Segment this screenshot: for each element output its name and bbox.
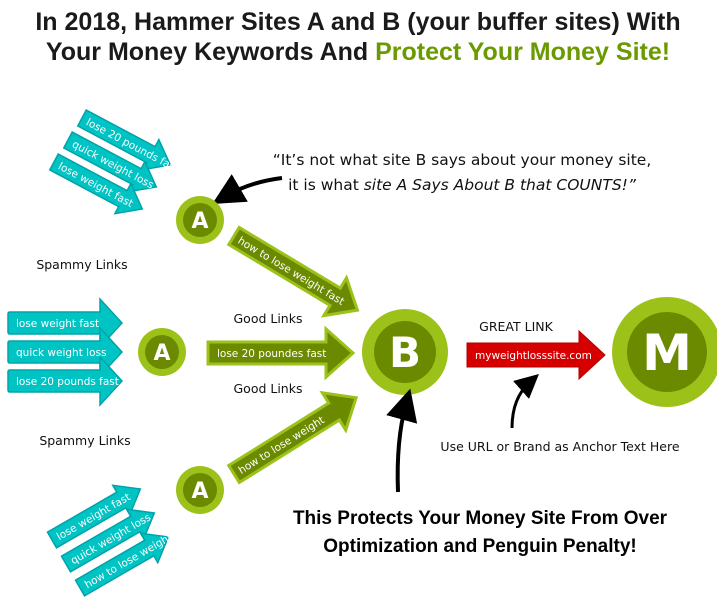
anchor-note-arrow: [510, 374, 539, 429]
protect-pointer-arrow: [386, 388, 418, 493]
node-b: B: [362, 309, 448, 395]
spammy-bottom-arrows: lose weight fast quick weight loss how t…: [46, 484, 174, 597]
great-link-arrow: myweightlosssite.com: [466, 329, 606, 381]
good-arrow-bottom: how to lose weight: [226, 390, 359, 485]
svg-text:A: A: [153, 341, 170, 366]
node-m: M: [612, 297, 717, 407]
quote-line-2: it is what site A Says About B that COUN…: [288, 176, 637, 194]
svg-text:B: B: [389, 328, 421, 377]
title-line-1: In 2018, Hammer Sites A and B (your buff…: [35, 8, 680, 36]
svg-text:M: M: [642, 324, 692, 382]
spammy-mid-arrows: lose weight fast quick weight loss lose …: [7, 297, 124, 407]
title-highlight: Protect Your Money Site!: [375, 38, 670, 66]
svg-text:myweightlosssite.com: myweightlosssite.com: [475, 350, 592, 362]
great-link-label: GREAT LINK: [479, 319, 553, 334]
spammy-links-label-bottom: Spammy Links: [39, 433, 130, 448]
spammy-links-label-top: Spammy Links: [36, 257, 127, 272]
svg-text:lose 20 poundes fast: lose 20 poundes fast: [217, 348, 326, 360]
bottom-text-line-1: This Protects Your Money Site From Over: [293, 508, 668, 529]
node-a-mid: A: [138, 328, 186, 376]
svg-text:how to lose weight: how to lose weight: [236, 414, 326, 477]
quote-pointer-arrow: [212, 174, 283, 205]
node-a-bottom: A: [176, 466, 224, 514]
good-links-label-bottom: Good Links: [233, 381, 302, 396]
quote-line-1: “It’s not what site B says about your mo…: [273, 151, 652, 169]
svg-text:A: A: [191, 479, 208, 504]
good-arrow-mid: lose 20 poundes fast: [206, 325, 356, 381]
title-line-2: Your Money Keywords And Protect Your Mon…: [46, 38, 670, 66]
svg-text:how to lose weight fast: how to lose weight fast: [236, 235, 347, 308]
good-links-label-top: Good Links: [233, 311, 302, 326]
svg-text:A: A: [191, 209, 208, 234]
bottom-text-line-2: Optimization and Penguin Penalty!: [323, 536, 637, 557]
anchor-note: Use URL or Brand as Anchor Text Here: [440, 439, 679, 454]
spammy-top-arrows: lose 20 pounds fast quick weight loss lo…: [48, 109, 181, 215]
svg-text:quick weight loss: quick weight loss: [16, 347, 106, 359]
svg-text:lose weight fast: lose weight fast: [16, 318, 99, 330]
node-a-top: A: [176, 196, 224, 244]
spammy-arrow: lose 20 pounds fast: [7, 355, 124, 407]
svg-text:lose 20 pounds fast: lose 20 pounds fast: [16, 376, 119, 388]
